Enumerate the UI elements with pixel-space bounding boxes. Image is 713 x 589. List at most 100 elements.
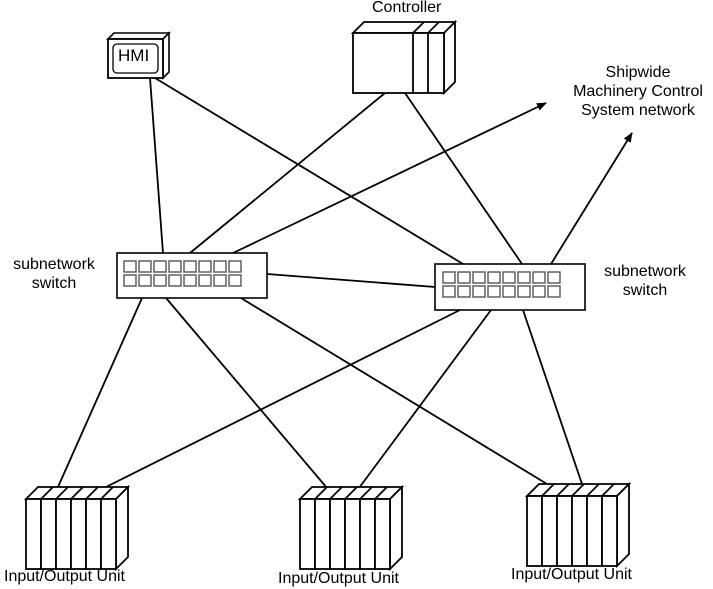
switch-port: [213, 260, 227, 273]
hmi-label: HMI: [118, 46, 150, 65]
io-right-label: Input/Output Unit: [511, 566, 632, 583]
switch-right-label-line2: switch: [622, 282, 668, 299]
switch-port: [123, 260, 137, 273]
link-switch-left-switch-right: [266, 273, 436, 288]
io-module: [586, 495, 603, 567]
switch-port: [183, 260, 197, 273]
switch-port: [517, 271, 531, 284]
switch-left-label-line2: switch: [31, 275, 77, 292]
switch-port: [198, 260, 212, 273]
io-module-divider: [359, 486, 373, 500]
io-module-divider: [70, 486, 84, 500]
switch-port: [532, 271, 546, 284]
io-module-divider: [85, 486, 99, 500]
io-module: [40, 498, 57, 570]
switch-port: [442, 285, 456, 298]
switch-right-label-line1: subnetwork: [604, 263, 686, 280]
io-module-divider: [374, 486, 388, 500]
link-switch-right-network: [550, 132, 633, 265]
switch-left-label: subnetwork switch: [0, 255, 108, 293]
io-module: [314, 498, 331, 570]
hmi-terminal[interactable]: [106, 31, 171, 80]
switch-port: [153, 260, 167, 273]
io-module-divider: [55, 486, 69, 500]
switch-port: [442, 271, 456, 284]
link-hmi-switch-left: [149, 77, 164, 254]
link-switch-right-io-middle: [358, 309, 492, 489]
switch-left-label-line1: subnetwork: [13, 256, 95, 273]
subnetwork-switch-left[interactable]: [116, 252, 268, 299]
io-module: [70, 498, 87, 570]
switch-port: [183, 274, 197, 287]
network-label-line1: Shipwide: [605, 64, 671, 81]
link-controller-switch-right: [404, 92, 523, 265]
switch-port: [228, 274, 242, 287]
io-module: [571, 495, 588, 567]
io-module: [25, 498, 42, 570]
io-module: [329, 498, 346, 570]
network-label: Shipwide Machinery Control System networ…: [563, 63, 713, 120]
io-module: [601, 495, 618, 567]
io-unit-side: [616, 481, 630, 569]
switch-port: [547, 271, 561, 284]
link-switch-left-io-middle: [165, 297, 328, 489]
switch-port: [472, 271, 486, 284]
io-unit-side: [115, 484, 129, 572]
subnetwork-switch-right[interactable]: [434, 263, 586, 311]
io-module-divider: [586, 483, 600, 497]
io-module: [299, 498, 316, 570]
io-left-label: Input/Output Unit: [4, 568, 125, 585]
io-unit-right[interactable]: [524, 481, 632, 569]
controller-label: Controller: [372, 0, 442, 16]
switch-port: [502, 271, 516, 284]
switch-port: [457, 285, 471, 298]
io-unit-left[interactable]: [23, 484, 131, 572]
link-switch-right-io-right: [522, 309, 583, 485]
switch-port: [517, 285, 531, 298]
link-controller-switch-left: [189, 92, 386, 254]
switch-port: [532, 285, 546, 298]
io-module: [374, 498, 391, 570]
switch-port: [213, 274, 227, 287]
switch-port: [138, 260, 152, 273]
io-unit-side: [389, 484, 403, 572]
io-module: [359, 498, 376, 570]
io-module: [541, 495, 558, 567]
link-switch-left-io-left: [57, 297, 143, 488]
io-module: [100, 498, 117, 570]
switch-port: [228, 260, 242, 273]
switch-port: [123, 274, 137, 287]
io-module: [344, 498, 361, 570]
switch-port: [502, 285, 516, 298]
switch-right-label: subnetwork switch: [590, 262, 700, 300]
link-switch-left-io-right: [240, 297, 548, 485]
io-module-divider: [541, 483, 555, 497]
switch-port: [457, 271, 471, 284]
io-module-divider: [344, 486, 358, 500]
controller-unit[interactable]: [350, 19, 458, 96]
switch-port: [138, 274, 152, 287]
network-label-line2: Machinery Control: [573, 83, 703, 100]
switch-port: [153, 274, 167, 287]
io-module-divider: [571, 483, 585, 497]
switch-port: [472, 285, 486, 298]
switch-port: [487, 285, 501, 298]
link-hmi-switch-right: [154, 77, 464, 265]
link-switch-left-network: [232, 102, 547, 254]
io-module-divider: [329, 486, 343, 500]
io-middle-label: Input/Output Unit: [278, 570, 399, 587]
io-module: [55, 498, 72, 570]
switch-port: [547, 285, 561, 298]
link-switch-right-io-left: [99, 309, 461, 491]
io-module: [526, 495, 543, 567]
io-unit-middle[interactable]: [297, 484, 405, 572]
switch-port: [198, 274, 212, 287]
network-label-line3: System network: [581, 102, 695, 119]
io-module-divider: [314, 486, 328, 500]
io-module: [85, 498, 102, 570]
io-module-divider: [601, 483, 615, 497]
io-module: [556, 495, 573, 567]
io-module-divider: [40, 486, 54, 500]
switch-port: [168, 260, 182, 273]
